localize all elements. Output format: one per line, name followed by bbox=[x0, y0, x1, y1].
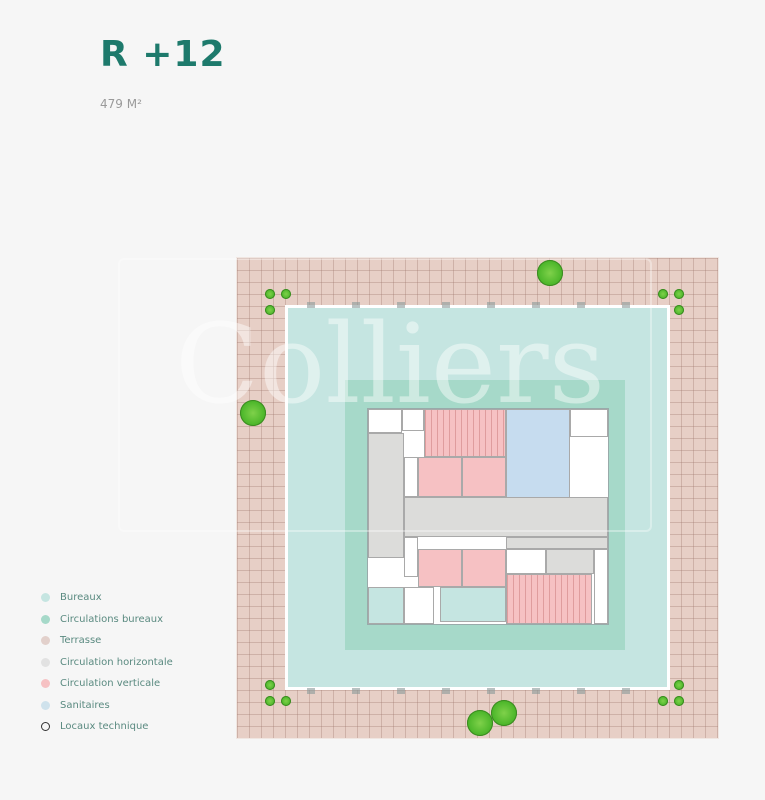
shrub-icon bbox=[265, 696, 275, 706]
office-pocket bbox=[368, 587, 404, 624]
mullion bbox=[577, 302, 585, 308]
filled-dot-icon bbox=[41, 679, 50, 689]
technical-room bbox=[570, 409, 608, 437]
mullion bbox=[577, 688, 585, 694]
legend-label: Locaux technique bbox=[60, 721, 149, 733]
floor-plan bbox=[236, 257, 719, 739]
shrub-icon bbox=[674, 680, 684, 690]
tree-icon bbox=[491, 700, 517, 726]
legend-label: Terrasse bbox=[60, 635, 102, 647]
legend-label: Bureaux bbox=[60, 592, 102, 604]
filled-dot-icon bbox=[41, 700, 50, 710]
stairwell-north bbox=[424, 409, 506, 457]
building-core bbox=[367, 408, 609, 625]
office-pocket bbox=[440, 587, 506, 622]
mullion bbox=[442, 688, 450, 694]
shaft bbox=[402, 409, 424, 431]
shrub-icon bbox=[281, 696, 291, 706]
tree-icon bbox=[467, 710, 493, 736]
legend-item-circulation-verticale: Circulation verticale bbox=[41, 673, 173, 695]
mullion bbox=[352, 302, 360, 308]
elevator-2 bbox=[462, 457, 506, 497]
filled-dot-icon bbox=[41, 657, 50, 667]
floor-title: R +12 bbox=[100, 34, 226, 75]
shrub-icon bbox=[265, 680, 275, 690]
elevator-4 bbox=[462, 549, 506, 587]
legend-label: Circulations bureaux bbox=[60, 613, 164, 625]
horizontal-circulation-east bbox=[506, 537, 608, 549]
shaft bbox=[594, 549, 608, 624]
horizontal-circulation-southeast bbox=[546, 549, 594, 574]
legend-item-circulation-horizontale: Circulation horizontale bbox=[41, 652, 173, 674]
legend-label: Circulation horizontale bbox=[60, 656, 173, 668]
elevator-3 bbox=[418, 549, 462, 587]
mullion bbox=[397, 688, 405, 694]
stairwell-south bbox=[506, 574, 592, 624]
shrub-icon bbox=[265, 305, 275, 315]
mullion bbox=[622, 302, 630, 308]
mullion bbox=[397, 302, 405, 308]
filled-dot-icon bbox=[41, 593, 50, 603]
mullion bbox=[352, 688, 360, 694]
mullion bbox=[442, 302, 450, 308]
shrub-icon bbox=[658, 289, 668, 299]
floor-area: 479 M² bbox=[100, 97, 142, 111]
technical-room bbox=[368, 409, 402, 433]
shrub-icon bbox=[281, 289, 291, 299]
mullion bbox=[532, 688, 540, 694]
mullion bbox=[487, 302, 495, 308]
shrub-icon bbox=[265, 289, 275, 299]
legend-item-bureaux: Bureaux bbox=[41, 587, 173, 609]
shaft bbox=[404, 457, 418, 497]
legend-label: Circulation verticale bbox=[60, 678, 161, 690]
legend: Bureaux Circulations bureaux Terrasse Ci… bbox=[41, 587, 173, 738]
filled-dot-icon bbox=[41, 636, 50, 646]
mullion bbox=[307, 302, 315, 308]
elevator-1 bbox=[418, 457, 462, 497]
legend-item-circulations-bureaux: Circulations bureaux bbox=[41, 609, 173, 631]
outline-circle-icon bbox=[41, 722, 50, 732]
mullion bbox=[622, 688, 630, 694]
shrub-icon bbox=[674, 305, 684, 315]
filled-dot-icon bbox=[41, 614, 50, 624]
horizontal-circulation-west bbox=[368, 433, 404, 558]
horizontal-circulation-center bbox=[404, 497, 608, 537]
tree-icon bbox=[240, 400, 266, 426]
legend-item-terrasse: Terrasse bbox=[41, 630, 173, 652]
shrub-icon bbox=[658, 696, 668, 706]
legend-label: Sanitaires bbox=[60, 699, 110, 711]
legend-item-sanitaires: Sanitaires bbox=[41, 695, 173, 717]
tree-icon bbox=[537, 260, 563, 286]
technical-room bbox=[404, 587, 434, 624]
technical-room bbox=[506, 549, 546, 574]
sanitary-block bbox=[506, 409, 570, 509]
legend-item-locaux-technique: Locaux technique bbox=[41, 716, 173, 738]
mullion bbox=[487, 688, 495, 694]
shrub-icon bbox=[674, 696, 684, 706]
mullion bbox=[532, 302, 540, 308]
shaft bbox=[404, 537, 418, 577]
shrub-icon bbox=[674, 289, 684, 299]
mullion bbox=[307, 688, 315, 694]
